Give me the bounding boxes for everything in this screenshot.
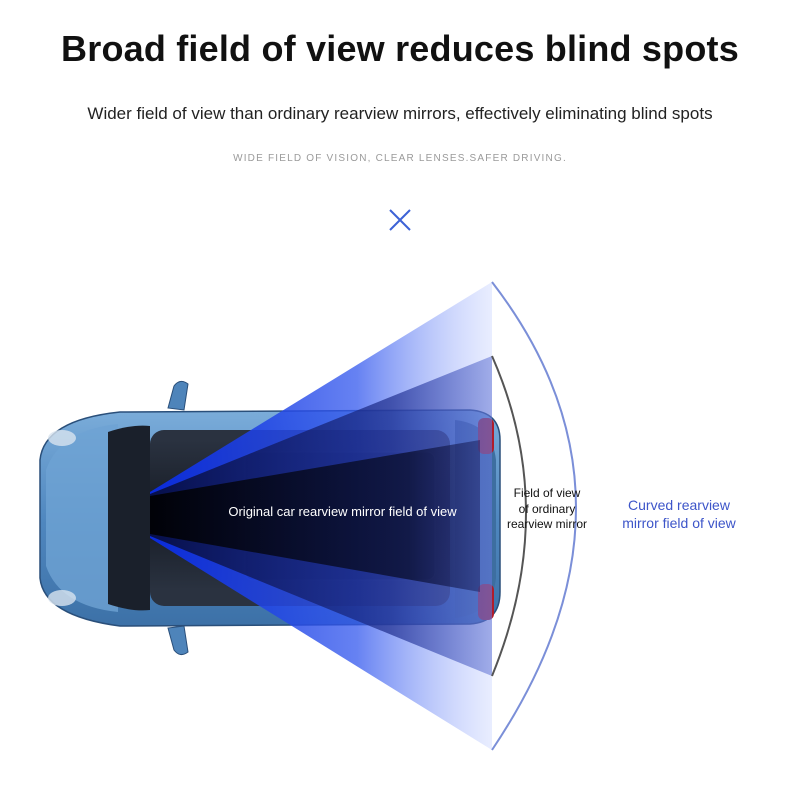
mirror-left <box>167 380 189 411</box>
subheadline: Wider field of view than ordinary rearvi… <box>87 104 713 123</box>
close-icon <box>389 209 411 231</box>
car-windshield <box>108 425 150 611</box>
curved-mirror-arc <box>491 281 577 751</box>
headline: Broad field of view reduces blind spots <box>61 28 739 69</box>
car-headlight-top <box>48 430 76 446</box>
tagline: WIDE FIELD OF VISION, CLEAR LENSES.SAFER… <box>233 153 567 164</box>
original-mirror-beam <box>150 440 480 592</box>
car-hood <box>46 424 118 612</box>
ordinary-mirror-arc <box>491 355 527 677</box>
curved-mirror-label: Curved rearview mirror field of view <box>604 496 754 532</box>
car-headlight-bottom <box>48 590 76 606</box>
curved-label-line1: Curved rearview <box>628 497 730 513</box>
field-of-view-illustration <box>39 281 577 751</box>
mirror-right <box>167 625 189 656</box>
curved-label-line2: mirror field of view <box>622 515 736 532</box>
ordinary-label-line1: Field of view <box>513 486 581 500</box>
ordinary-label-line3: rearview mirror <box>506 517 587 532</box>
ordinary-mirror-label: Field of view of ordinary rearview mirro… <box>490 486 604 533</box>
original-mirror-label: Original car rearview mirror field of vi… <box>228 504 457 519</box>
ordinary-label-line2: of ordinary <box>518 501 576 516</box>
